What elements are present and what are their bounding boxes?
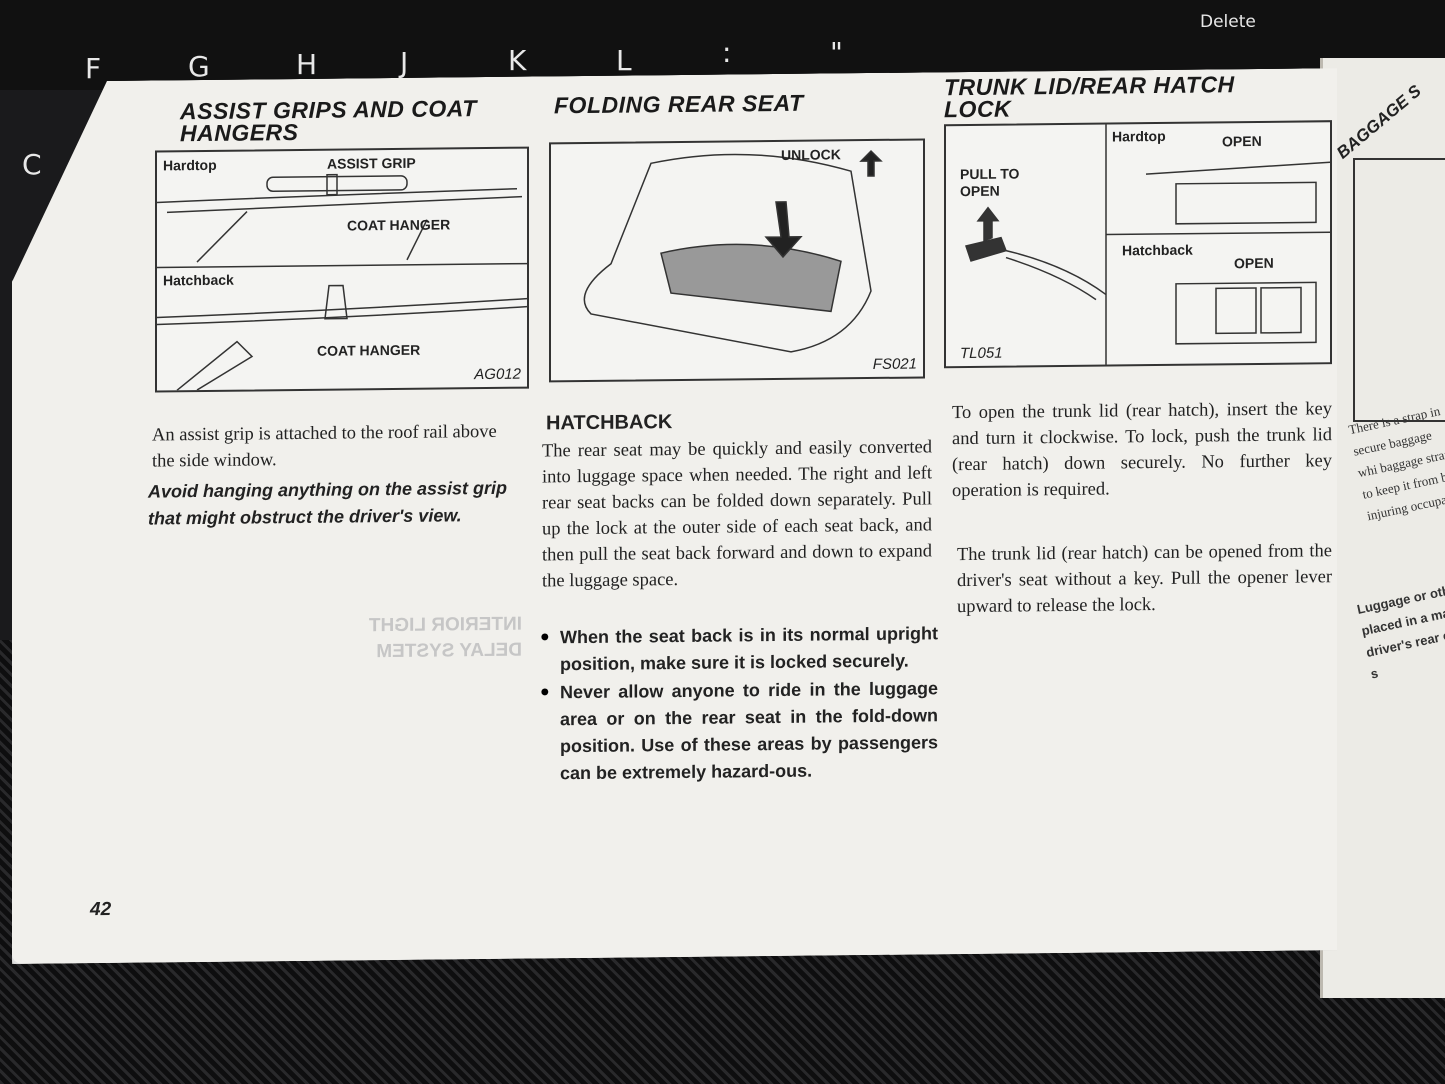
right-page-figure — [1353, 158, 1445, 422]
assist-grip-warning: Avoid hanging anything on the assist gri… — [148, 477, 508, 529]
label-hatchback: Hatchback — [163, 271, 234, 289]
warning-text: Never allow anyone to ride in the luggag… — [560, 678, 938, 784]
key-h: H — [296, 48, 318, 81]
key-l: L — [616, 44, 632, 77]
right-page: BAGGAGE S There is a strap in secure bag… — [1320, 58, 1445, 998]
warning-item: ● Never allow anyone to ride in the lugg… — [538, 675, 938, 787]
label-open: OPEN — [1234, 254, 1274, 272]
label-pull-to-open: PULL TO OPEN — [960, 165, 1020, 200]
right-page-heading: BAGGAGE S — [1333, 81, 1425, 163]
key-k: K — [508, 44, 527, 77]
right-page-warning: Luggage or oth placed in a man driver's … — [1355, 582, 1445, 682]
warning-item: ● When the seat back is in its normal up… — [538, 620, 938, 678]
key-delete: Delete — [1200, 12, 1256, 32]
label-unlock: UNLOCK — [781, 146, 841, 163]
label-assist-grip: ASSIST GRIP — [327, 154, 416, 172]
figure-code: FS021 — [872, 355, 917, 373]
trunk-lid-description: To open the trunk lid (rear hatch), inse… — [952, 399, 1332, 502]
label-hatchback: Hatchback — [1122, 241, 1193, 259]
key-f: F — [85, 52, 102, 85]
heading-trunk-lid: TRUNK LID/REAR HATCH LOCK — [944, 71, 1235, 123]
figure-folding-seat: UNLOCK FS021 — [549, 138, 925, 382]
bullet-icon: ● — [540, 628, 550, 646]
bullet-icon: ● — [540, 683, 550, 701]
key-c: C — [22, 148, 42, 181]
key-g: G — [188, 50, 210, 83]
page-number: 42 — [90, 898, 112, 921]
right-page-text: There is a strap in secure baggage whi b… — [1347, 403, 1445, 524]
warning-list: ● When the seat back is in its normal up… — [538, 620, 938, 787]
folding-seat-description: The rear seat may be quickly and easily … — [542, 437, 932, 592]
heading-folding-rear-seat: FOLDING REAR SEAT — [554, 89, 804, 119]
bleed-through-heading: INTERIOR LIGHT DELAY SYSTEM — [368, 613, 522, 663]
assist-grip-description: An assist grip is attached to the roof r… — [152, 421, 497, 472]
heading-assist-grips: ASSIST GRIPS AND COAT HANGERS — [180, 95, 477, 147]
key-colon: : — [722, 36, 732, 69]
label-hardtop: Hardtop — [1112, 127, 1166, 145]
label-coat-hanger: COAT HANGER — [317, 341, 421, 359]
trunk-opener-description: The trunk lid (rear hatch) can be opened… — [957, 541, 1332, 618]
label-coat-hanger: COAT HANGER — [347, 216, 451, 234]
subheading-hatchback: HATCHBACK — [546, 411, 673, 435]
key-j: J — [400, 46, 409, 79]
figure-trunk-lid: PULL TO OPEN Hardtop OPEN Hatchback OPEN… — [944, 120, 1332, 368]
figure-code: TL051 — [960, 344, 1003, 363]
key-quote: " — [830, 36, 843, 69]
warning-text: When the seat back is in its normal upri… — [560, 623, 938, 675]
label-open: OPEN — [1222, 132, 1262, 150]
manual-page: INTERIOR LIGHT DELAY SYSTEM ASSIST GRIPS… — [12, 68, 1337, 964]
label-hardtop: Hardtop — [163, 156, 217, 174]
figure-code: AG012 — [474, 365, 521, 384]
figure-assist-grips: Hardtop ASSIST GRIP COAT HANGER Hatchbac… — [155, 147, 529, 393]
